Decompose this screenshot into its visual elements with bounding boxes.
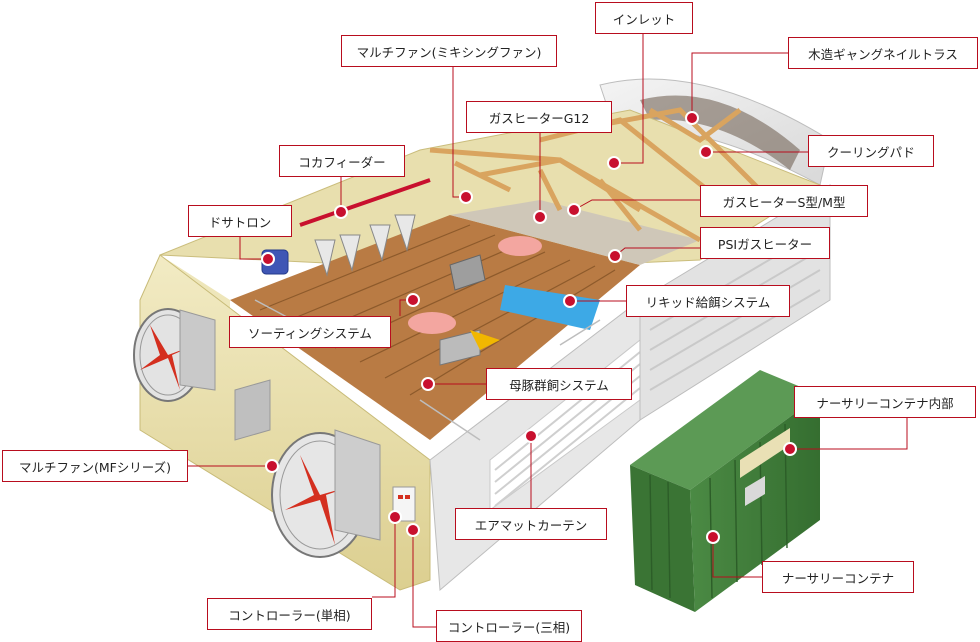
marker-sorting-system: [406, 293, 420, 307]
label-sow-group-feeding-text: 母豚群飼システム: [509, 377, 609, 393]
label-sorting-system: ソーティングシステム: [229, 316, 391, 348]
label-gas-heater-sm-text: ガスヒーターS型/M型: [722, 194, 846, 210]
label-air-mat-curtain-text: エアマットカーテン: [474, 517, 588, 533]
label-sorting-system-text: ソーティングシステム: [248, 325, 372, 341]
label-wood-truss-text: 木造ギャングネイルトラス: [808, 46, 958, 62]
label-liquid-feeding: リキッド給餌システム: [626, 285, 790, 317]
label-liquid-feeding-text: リキッド給餌システム: [645, 294, 771, 310]
pigs: [408, 236, 542, 334]
small-fan: [133, 308, 216, 402]
label-coca-feeder-text: コカフィーダー: [298, 154, 386, 170]
label-multi-fan-mixing: マルチファン(ミキシングファン): [341, 35, 557, 67]
marker-controller-single: [388, 510, 402, 524]
marker-air-mat-curtain: [524, 429, 538, 443]
marker-inlet: [607, 156, 621, 170]
marker-coca-feeder: [334, 205, 348, 219]
marker-gas-heater-sm: [567, 203, 581, 217]
label-gas-heater-sm: ガスヒーターS型/M型: [700, 185, 868, 217]
label-multi-fan-mf: マルチファン(MFシリーズ): [2, 450, 188, 482]
label-gas-heater-g12-text: ガスヒーターG12: [488, 110, 590, 126]
marker-nursery-inside: [783, 442, 797, 456]
label-psi-gas-heater-text: PSIガスヒーター: [717, 236, 813, 252]
label-multi-fan-mixing-text: マルチファン(ミキシングファン): [356, 44, 542, 60]
label-nursery-container-text: ナーサリーコンテナ: [781, 570, 895, 586]
marker-sow-group-feeding: [421, 377, 435, 391]
label-nursery-container-inside-text: ナーサリーコンテナ内部: [816, 395, 954, 411]
label-controller-three: コントローラー(三相): [436, 610, 582, 642]
feeders: [299, 178, 431, 277]
label-coca-feeder: コカフィーダー: [279, 145, 405, 177]
label-dosatron: ドサトロン: [188, 205, 292, 237]
label-sow-group-feeding: 母豚群飼システム: [486, 368, 632, 400]
marker-dosatron: [261, 252, 275, 266]
label-gas-heater-g12: ガスヒーターG12: [466, 101, 612, 133]
label-nursery-container-inside: ナーサリーコンテナ内部: [794, 386, 976, 418]
large-fan: [271, 429, 381, 558]
label-controller-single-text: コントローラー(単相): [228, 607, 351, 623]
label-cooling-pad-text: クーリングパド: [827, 144, 915, 160]
label-controller-single: コントローラー(単相): [207, 598, 372, 630]
wood-trusses: [429, 107, 762, 243]
label-cooling-pad: クーリングパド: [808, 135, 934, 167]
label-dosatron-text: ドサトロン: [208, 214, 272, 230]
label-inlet: インレット: [595, 2, 693, 34]
label-wood-truss: 木造ギャングネイルトラス: [788, 37, 978, 69]
label-controller-three-text: コントローラー(三相): [447, 619, 571, 635]
label-air-mat-curtain: エアマットカーテン: [455, 508, 607, 540]
marker-liquid-feeding: [563, 294, 577, 308]
marker-cooling-pad: [699, 145, 713, 159]
label-psi-gas-heater: PSIガスヒーター: [700, 227, 830, 259]
sorting-unit: [439, 254, 500, 366]
marker-gas-heater-g12: [533, 210, 547, 224]
marker-controller-three: [406, 523, 420, 537]
marker-psi-gas-heater: [608, 249, 622, 263]
marker-nursery-container: [706, 530, 720, 544]
label-inlet-text: インレット: [612, 11, 676, 27]
marker-wood-truss: [685, 111, 699, 125]
label-nursery-container: ナーサリーコンテナ: [762, 561, 914, 593]
label-multi-fan-mf-text: マルチファン(MFシリーズ): [18, 459, 172, 475]
marker-multi-fan-mf: [265, 459, 279, 473]
marker-multi-fan-mixing: [459, 190, 473, 204]
marker-dots: [261, 111, 797, 544]
